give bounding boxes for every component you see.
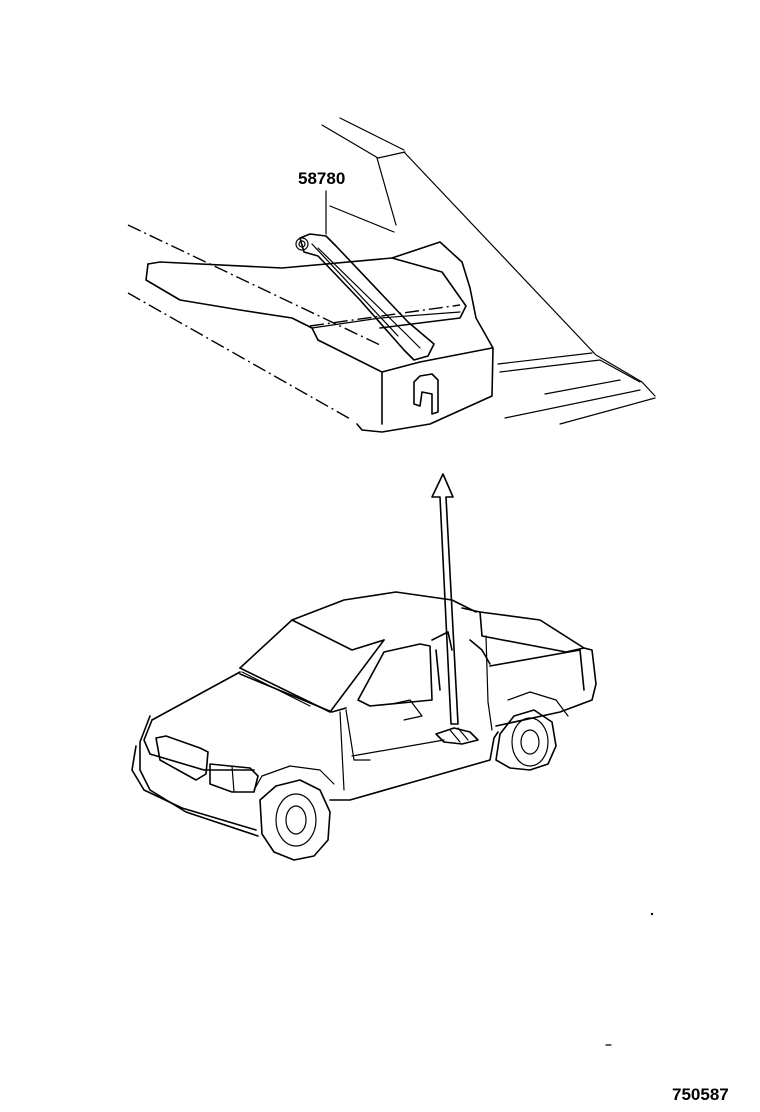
location-arrow [431, 473, 459, 725]
pickup-truck-illustration [131, 591, 597, 861]
speck-mark [650, 912, 654, 916]
figure-id-label: 750587 [672, 1085, 729, 1104]
floor-detail-view: 58780 [127, 117, 656, 433]
part-number-label: 58780 [298, 169, 345, 188]
